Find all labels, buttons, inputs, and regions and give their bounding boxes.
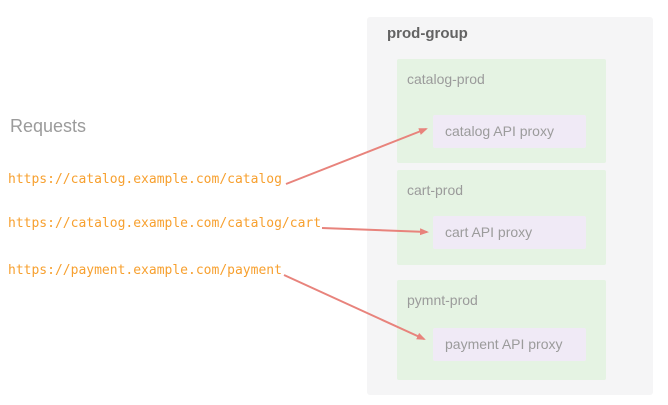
environment-label-pymnt-prod: pymnt-prod <box>407 292 478 308</box>
request-url-payment: https://payment.example.com/payment <box>8 263 282 278</box>
environment-cart-prod: cart-prod cart API proxy <box>397 170 606 265</box>
environment-label-cart-prod: cart-prod <box>407 182 464 198</box>
request-url-catalog-cart: https://catalog.example.com/catalog/cart <box>8 216 322 231</box>
proxy-box-cart-api: cart API proxy <box>433 216 586 249</box>
proxy-box-catalog-api: catalog API proxy <box>433 115 586 148</box>
environment-pymnt-prod: pymnt-prod payment API proxy <box>397 280 606 380</box>
proxy-box-payment-api: payment API proxy <box>433 328 586 361</box>
request-url-catalog: https://catalog.example.com/catalog <box>8 172 282 187</box>
requests-heading: Requests <box>10 116 87 136</box>
environment-catalog-prod: catalog-prod catalog API proxy <box>397 59 606 163</box>
prod-group-title: prod-group <box>387 25 468 42</box>
prod-group-box: prod-group catalog-prod catalog API prox… <box>367 17 653 395</box>
environment-label-catalog-prod: catalog-prod <box>407 71 485 87</box>
